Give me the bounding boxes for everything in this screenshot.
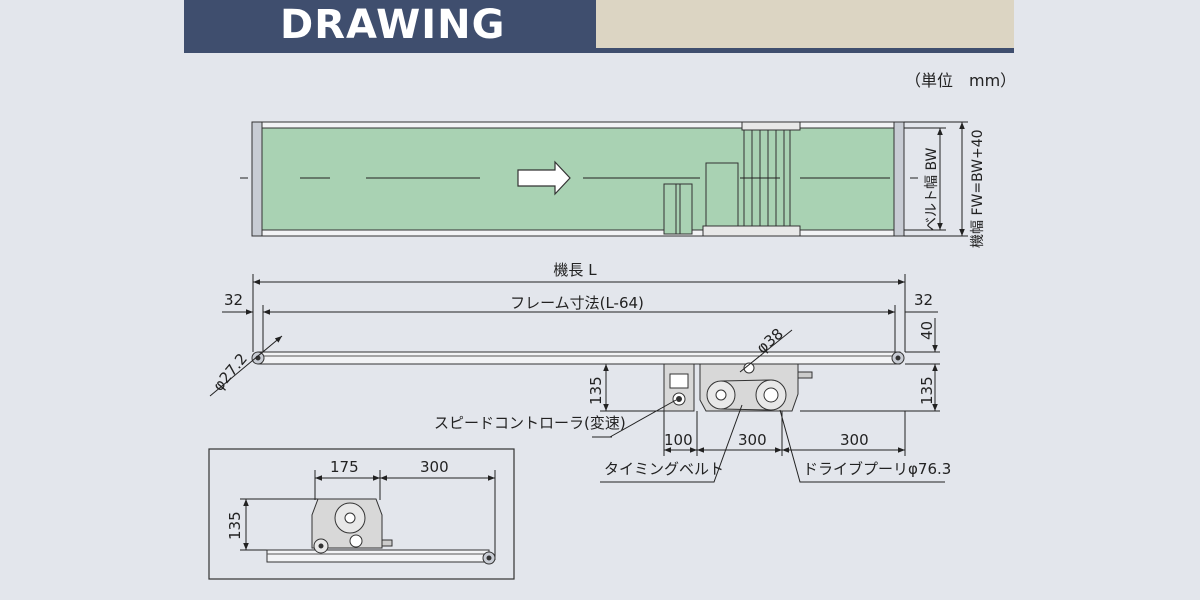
header-bar [184,0,596,53]
side-frame [257,351,901,365]
belt-width-label: ベルト幅 BW [924,147,940,231]
left-end-roller [251,121,263,237]
header-accent [596,0,1014,48]
header-title: DRAWING [280,2,506,48]
top-view [240,121,918,237]
drive-base [702,225,801,237]
roller-diameter-label: φ27.2 [209,350,251,395]
frame-dimension-label: フレーム寸法(L-64) [510,294,644,312]
overall-length-label: 機長 L [553,261,597,279]
dim-300-b-label: 300 [840,431,869,449]
motor-top [705,162,739,228]
dim-300-a-label: 300 [738,431,767,449]
dim-100-label: 100 [664,431,693,449]
side-view [251,351,905,412]
dim-135-right-label: 135 [918,376,936,405]
drive-bracket [741,121,801,131]
end-left-label: 32 [224,291,243,309]
detail-dim-135-label: 135 [226,511,244,540]
frame-width-label: 機幅 FW=BW+40 [970,129,986,248]
header-underline [596,48,1014,53]
timing-belt-label: タイミングベルト [604,460,724,478]
drive-pulley-label: ドライブプーリφ76.3 [803,460,951,478]
detail-dim-300-label: 300 [420,458,449,476]
detail-drive-unit [266,498,496,565]
dim-40-label: 40 [918,321,936,340]
units-label: （単位 mm） [905,71,1016,90]
end-right-label: 32 [914,291,933,309]
detail-view-frame [208,448,515,580]
idler-pulley [743,362,755,374]
controller-top [663,183,693,235]
dim-135-left-label: 135 [587,376,605,405]
right-end-roller [893,121,905,237]
detail-dim-175-label: 175 [330,458,359,476]
belt-surface [261,127,897,231]
speed-controller-label: スピードコントローラ(変速) [434,414,626,432]
drive-pulley-stack [743,130,791,230]
flow-direction-arrow-icon [517,160,571,196]
